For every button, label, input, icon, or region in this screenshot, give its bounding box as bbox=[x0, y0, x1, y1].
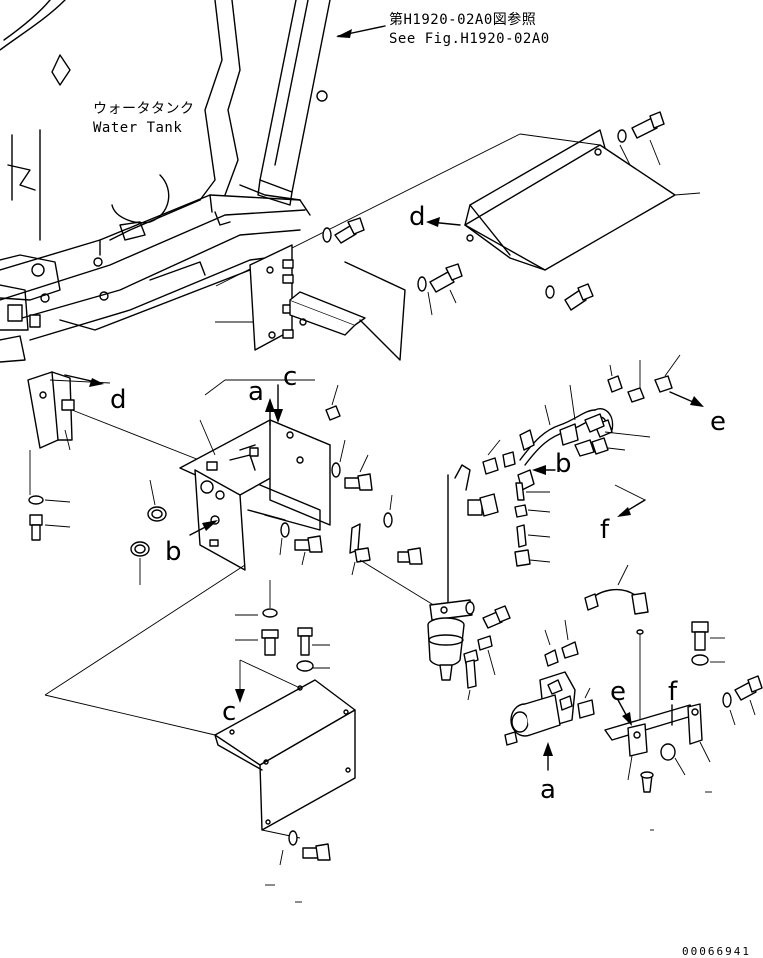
callout-e-upper bbox=[669, 391, 704, 407]
callout-a-lower bbox=[543, 742, 553, 771]
main-frame bbox=[0, 194, 306, 363]
figure-reference-en: See Fig.H1920-02A0 bbox=[389, 31, 550, 47]
angle-bracket bbox=[289, 261, 406, 361]
sensor-cable bbox=[584, 564, 649, 720]
callout-a-lower-label: a bbox=[540, 775, 556, 805]
hood-cover-panel bbox=[215, 129, 701, 287]
fuel-pump bbox=[504, 671, 576, 746]
water-tank-label-jp: ウォータタンク bbox=[93, 101, 195, 117]
callout-d-left bbox=[64, 374, 104, 387]
boom-column bbox=[239, 0, 331, 216]
bolt-bracket-2 bbox=[417, 263, 463, 316]
bolt-bracket-1 bbox=[322, 217, 365, 244]
leader-box-to-filter bbox=[359, 559, 446, 613]
washer-and-bolt-left bbox=[28, 495, 71, 541]
bolt-far-right-lower bbox=[722, 675, 763, 726]
figure-reference-leader bbox=[336, 25, 386, 38]
bolt-panel-lower bbox=[545, 283, 594, 311]
callout-e-lower bbox=[617, 699, 632, 726]
callout-d-left-label: d bbox=[110, 385, 127, 415]
callout-f-upper bbox=[614, 484, 646, 517]
callout-b-right bbox=[532, 465, 556, 475]
small-bracket-left bbox=[27, 371, 251, 495]
fuel-hose-assembly bbox=[517, 384, 614, 491]
figure-reference-jp: 第H1920-02A0図参照 bbox=[389, 11, 536, 28]
callout-a-upper bbox=[265, 398, 275, 426]
bolt-far-right-upper bbox=[691, 621, 725, 666]
callout-f-lower-label: f bbox=[668, 677, 678, 707]
callout-c-lower-label: c bbox=[222, 697, 236, 727]
grommet-upper bbox=[147, 479, 167, 522]
bolt-upper-right bbox=[617, 111, 665, 166]
callout-d-right bbox=[426, 217, 461, 227]
grommet-lower bbox=[130, 541, 150, 585]
callout-c-lower bbox=[235, 659, 301, 703]
bolt-lower-box bbox=[279, 522, 323, 566]
filter-pipe bbox=[447, 464, 471, 606]
mounting-plate-left bbox=[215, 244, 294, 351]
callout-b-left-label: b bbox=[165, 537, 182, 567]
washer-bolt-mid bbox=[331, 439, 373, 491]
clip-bracket bbox=[349, 494, 423, 576]
drawing-number: 00066941 bbox=[682, 945, 751, 958]
callout-e-upper-label: e bbox=[710, 407, 726, 437]
bolt-cover-bottom bbox=[265, 830, 331, 903]
sensor-bracket bbox=[604, 703, 712, 831]
cover-box bbox=[214, 679, 356, 839]
callout-c-upper bbox=[273, 384, 283, 423]
filter-fittings bbox=[463, 601, 511, 701]
water-tank-label-en: Water Tank bbox=[93, 120, 182, 136]
callout-f-upper-label: f bbox=[600, 515, 610, 545]
fuel-filter bbox=[427, 599, 473, 681]
nut-upper bbox=[325, 384, 341, 421]
small-fittings-column bbox=[514, 482, 551, 567]
callout-b-left bbox=[189, 520, 218, 536]
callout-c-upper-label: c bbox=[283, 362, 297, 392]
filter-upper-fittings bbox=[467, 439, 516, 517]
callout-b-right-label: b bbox=[555, 449, 572, 479]
box-bracket bbox=[44, 379, 331, 736]
callout-a-upper-label: a bbox=[248, 377, 264, 407]
callout-e-lower-label: e bbox=[610, 677, 626, 707]
water-tank bbox=[0, 0, 241, 241]
fittings-right bbox=[584, 354, 681, 455]
callout-d-right-label: d bbox=[409, 202, 426, 232]
pump-fittings bbox=[544, 619, 595, 719]
washers-bolts-lower bbox=[235, 580, 330, 672]
